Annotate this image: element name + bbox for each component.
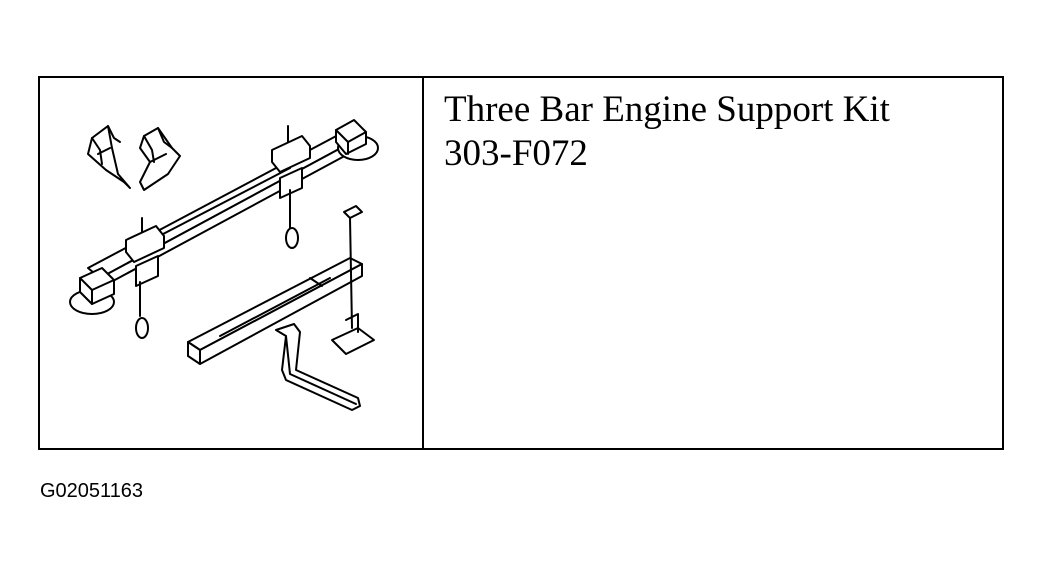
stand-post [331,205,375,355]
engine-support-kit-drawing [69,119,379,411]
upper-cross-bar [87,133,353,289]
adapter-bracket-right [139,127,181,191]
right-hook-clamp [271,125,311,249]
left-hook-clamp [125,217,165,339]
right-foot-pad [335,119,379,161]
figure-frame [38,76,1004,450]
engine-support-kit-illustration [40,78,422,448]
left-foot-pad [69,267,115,315]
bent-lift-bar [275,323,361,411]
figure-id: G02051163 [40,480,144,502]
adapter-bracket-left [87,125,131,189]
lower-support-bar [187,257,363,365]
frame-divider [422,76,424,450]
kit-title: Three Bar Engine Support Kit [444,89,890,130]
figure-caption: Three Bar Engine Support Kit 303-F072 [444,88,994,176]
kit-part-number: 303-F072 [444,133,588,174]
